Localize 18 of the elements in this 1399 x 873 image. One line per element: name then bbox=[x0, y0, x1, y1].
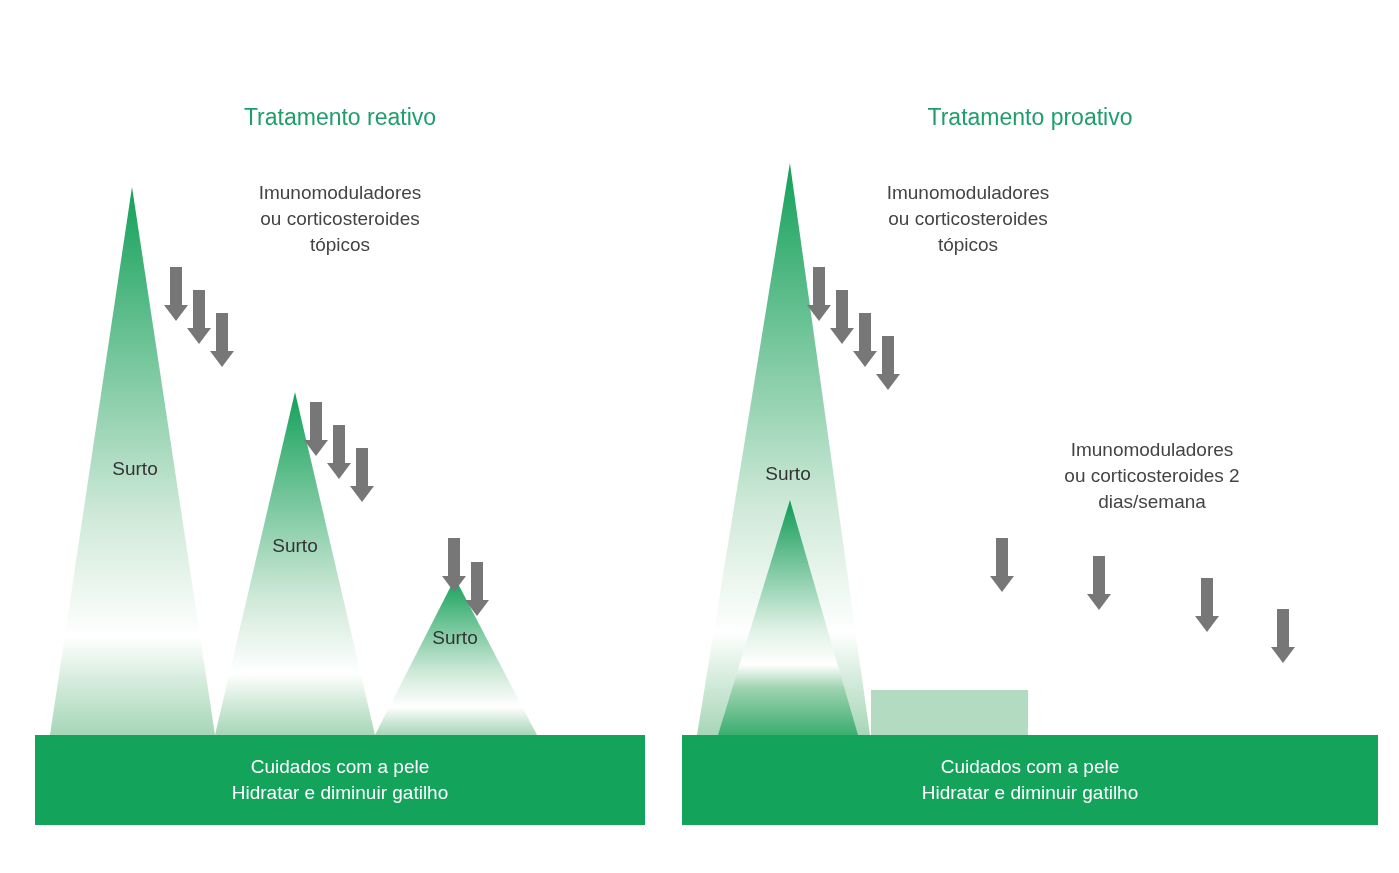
bar-text: Cuidados com a pele bbox=[250, 755, 430, 779]
note-text: Imunomoduladores ou corticosteroides 2 dias/semana bbox=[1063, 438, 1241, 514]
peak-label: Surto bbox=[765, 463, 811, 485]
panel-title: Tratamento proativo bbox=[927, 104, 1133, 130]
plateau-block bbox=[871, 690, 1028, 735]
peak-label: Surto bbox=[432, 627, 478, 649]
flare-peak bbox=[50, 187, 215, 735]
note-text: Imunomoduladores ou corticosteroides tópicos bbox=[885, 181, 1051, 257]
bar-text: Hidratar e diminuir gatilho bbox=[921, 781, 1139, 805]
note-text: Imunomoduladores ou corticosteroides tópicos bbox=[257, 181, 423, 257]
flare-peak bbox=[718, 500, 858, 735]
base-bar bbox=[35, 735, 645, 825]
peak-label: Surto bbox=[272, 535, 318, 557]
peak-label: Surto bbox=[112, 458, 158, 480]
bar-text: Hidratar e diminuir gatilho bbox=[231, 781, 449, 805]
bar-text: Cuidados com a pele bbox=[940, 755, 1120, 779]
base-bar bbox=[682, 735, 1378, 825]
panel-title: Tratamento reativo bbox=[243, 104, 437, 130]
